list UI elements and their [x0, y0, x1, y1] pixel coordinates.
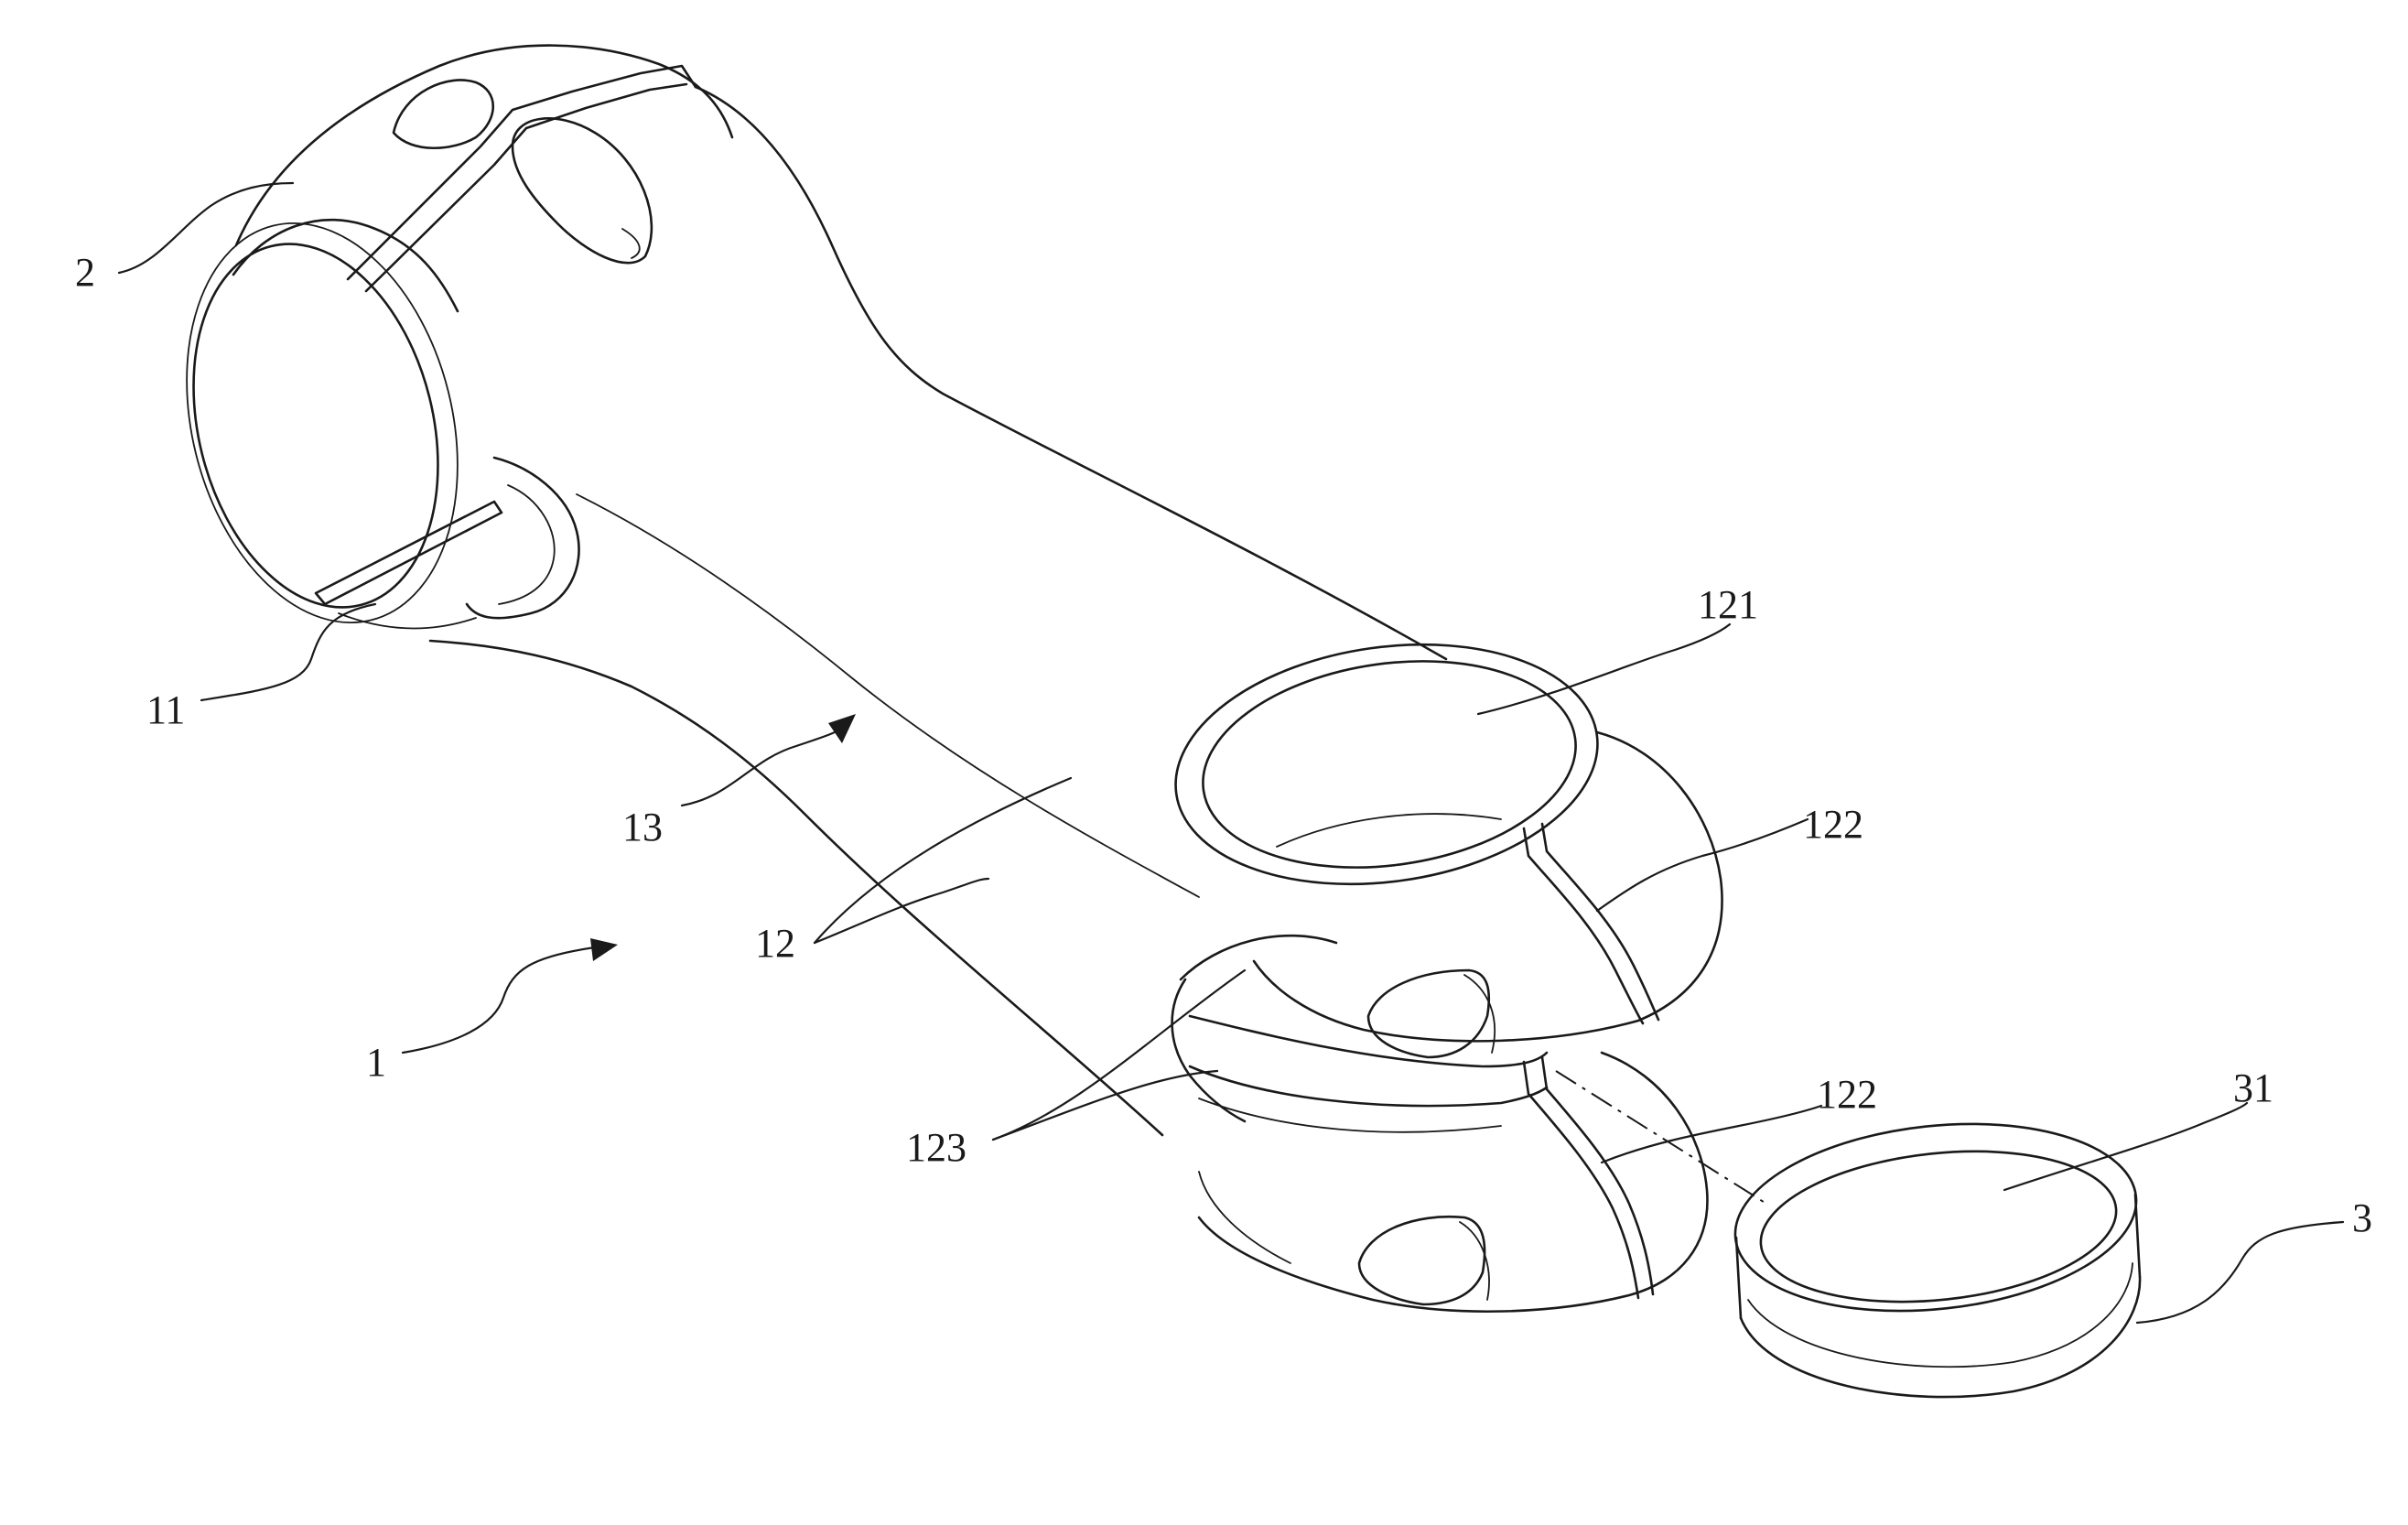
- lower-clamp-bottom-left: [1199, 1172, 1290, 1263]
- bolt-pocket-left: [394, 80, 493, 147]
- spacer-top-outer: [1726, 1106, 2145, 1330]
- upper-bolt-cutout: [1368, 970, 1489, 1057]
- spacer-ring: [1726, 1106, 2145, 1398]
- label-part-1: 1: [366, 1040, 386, 1085]
- lower-edge: [339, 613, 476, 628]
- leader-123-b: [993, 1071, 1217, 1140]
- arrowhead-1: [590, 938, 618, 961]
- handlebar-clamp: [147, 46, 732, 652]
- label-part-13: 13: [622, 805, 663, 849]
- lower-clamp-slit-2: [1542, 1057, 1653, 1294]
- lower-bolt-cutout: [1359, 1217, 1485, 1304]
- faceplate-outline: [236, 46, 732, 245]
- spacer-bottom-inner: [1748, 1263, 2133, 1367]
- leader-122-upper: [1597, 819, 1808, 911]
- groove-ring-3: [1190, 1066, 1547, 1106]
- bolt-pocket-right-inner: [622, 229, 640, 258]
- label-part-121: 121: [1698, 582, 1758, 627]
- lower-clamp-slit: [1524, 1062, 1638, 1298]
- label-part-12: 12: [755, 921, 795, 966]
- label-part-3: 3: [2352, 1195, 2372, 1240]
- leader-121: [1478, 624, 1730, 714]
- spacer-top-inner: [1754, 1135, 2124, 1318]
- leader-31: [2004, 1103, 2247, 1190]
- steerer-bore-visible: [1277, 814, 1501, 847]
- lower-gusset-inner: [499, 485, 555, 604]
- steerer-upper-rim-inner: [1190, 639, 1590, 891]
- handlebar-bore-rim: [147, 194, 498, 652]
- label-part-2: 2: [75, 250, 95, 295]
- handlebar-bore-inner: [157, 218, 474, 633]
- upper-clamp-slit-2: [1542, 824, 1658, 1020]
- clamp-slit-upper: [348, 66, 696, 279]
- leader-122-lower: [1602, 1106, 1821, 1163]
- label-part-11: 11: [146, 687, 185, 732]
- label-part-122-lower: 122: [1817, 1072, 1877, 1117]
- bolt-pocket-right: [513, 118, 652, 263]
- leader-11: [201, 604, 375, 700]
- reference-numerals: 2 11 13 12 1 121 122 123 122 31 3: [75, 250, 2372, 1240]
- stem-upper-edge: [696, 87, 1446, 659]
- spacer-side-right: [2135, 1195, 2140, 1277]
- stem-lower-edge: [430, 641, 1162, 1135]
- label-part-122-upper: 122: [1803, 802, 1863, 847]
- groove-ring-1: [1181, 936, 1336, 979]
- arrowhead-13: [828, 714, 856, 743]
- label-part-31: 31: [2233, 1065, 2273, 1110]
- label-part-123: 123: [906, 1125, 966, 1170]
- lower-slit: [316, 502, 502, 604]
- stem-centre-line: [577, 494, 1199, 897]
- leader-1: [403, 947, 595, 1053]
- leader-13: [682, 728, 842, 806]
- steerer-clamp: [1160, 619, 1722, 1312]
- leader-3: [2137, 1222, 2343, 1323]
- upper-clamp-slit: [1524, 828, 1643, 1023]
- lower-gusset: [467, 458, 579, 618]
- leader-123-a: [993, 970, 1245, 1140]
- groove-left-edge: [1172, 979, 1245, 1121]
- leader-12: [815, 879, 988, 943]
